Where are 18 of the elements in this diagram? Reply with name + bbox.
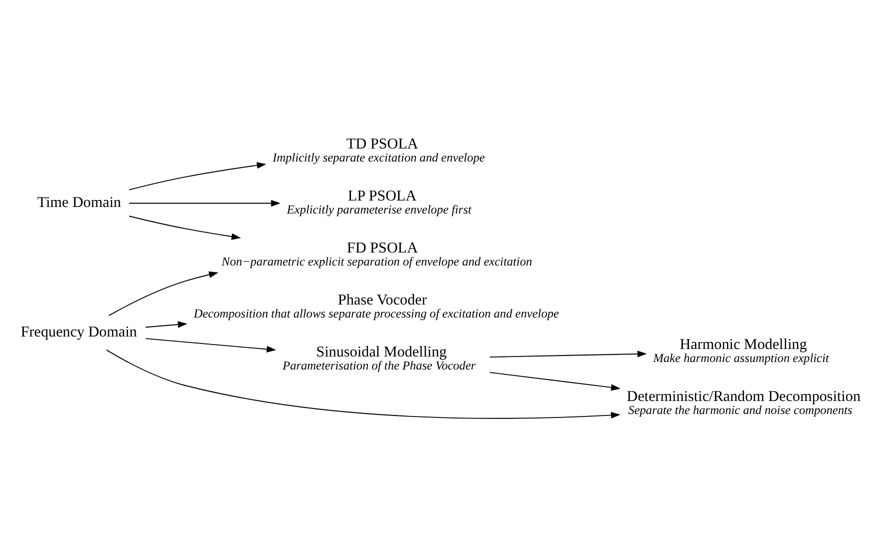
node-text: TD PSOLA Implicitly separate excitation and envelope — [272, 136, 485, 164]
node-text: Deterministic/Random Decomposition Separate the harmonic and noise components — [626, 388, 861, 417]
node-text: Harmonic Modelling Make harmonic assumption explicit — [653, 336, 829, 365]
arrow — [128, 162, 266, 190]
arrow — [128, 199, 281, 206]
node-text: Frequency Domain — [20, 324, 137, 340]
node-text: Sinusoidal Modelling Parameterisation of the Phase Vocoder — [282, 344, 476, 372]
arrow — [128, 215, 241, 240]
arrow — [489, 371, 621, 390]
node-text: Phase Vocoder Decomposition that allows separate processing of excitation and envelope — [194, 292, 559, 320]
node-text: FD PSOLA Non−parametric explicit separation of envelope and excitation — [222, 240, 532, 268]
arrow — [106, 348, 620, 418]
node-text: LP PSOLA Explicitly parameterise envelope first — [286, 188, 472, 216]
arrow — [489, 350, 647, 358]
arrow — [145, 338, 276, 352]
node-text: Time Domain — [37, 194, 122, 210]
arrow — [108, 270, 218, 316]
arrow — [145, 320, 188, 328]
